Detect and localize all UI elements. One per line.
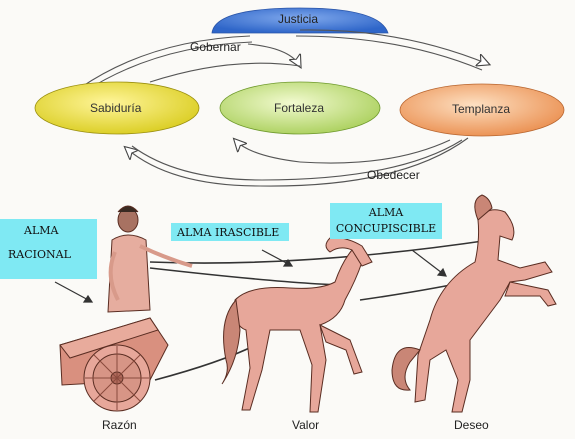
obedecer-arrows: [126, 138, 469, 187]
horse-deseo: [391, 194, 557, 413]
horse-valor: [221, 237, 373, 413]
valor-label: Valor: [292, 418, 320, 432]
alma-concupiscible-line2: CONCUPISCIBLE: [335, 222, 437, 235]
justicia-shape: [211, 7, 389, 34]
fortaleza-oval: [219, 81, 381, 135]
gobernar-label: Gobernar: [190, 40, 241, 54]
charioteer: [107, 205, 193, 313]
obedecer-label: Obedecer: [367, 168, 420, 182]
alma-concupiscible-line1: ALMA: [368, 206, 404, 219]
razon-label: Razón: [102, 418, 137, 432]
templanza-oval: [399, 83, 565, 137]
sabiduria-label: Sabiduría: [90, 101, 142, 115]
sabiduria-oval: [34, 81, 200, 135]
alma-racional-line1: ALMA: [24, 224, 59, 237]
templanza-label: Templanza: [452, 102, 511, 116]
deseo-label: Deseo: [454, 418, 489, 432]
alma-racional-line2: RACIONAL: [8, 248, 71, 261]
chariot: [59, 317, 169, 412]
alma-concupiscible-label: ALMA CONCUPISCIBLE: [330, 203, 442, 239]
pointer-arrows: [54, 249, 447, 303]
alma-irascible-label: ALMA IRASCIBLE: [171, 223, 289, 241]
gobernar-arrows: [79, 29, 488, 93]
alma-racional-label: ALMA RACIONAL: [0, 219, 97, 279]
fortaleza-label: Fortaleza: [274, 101, 325, 115]
justicia-label: Justicia: [278, 12, 319, 26]
